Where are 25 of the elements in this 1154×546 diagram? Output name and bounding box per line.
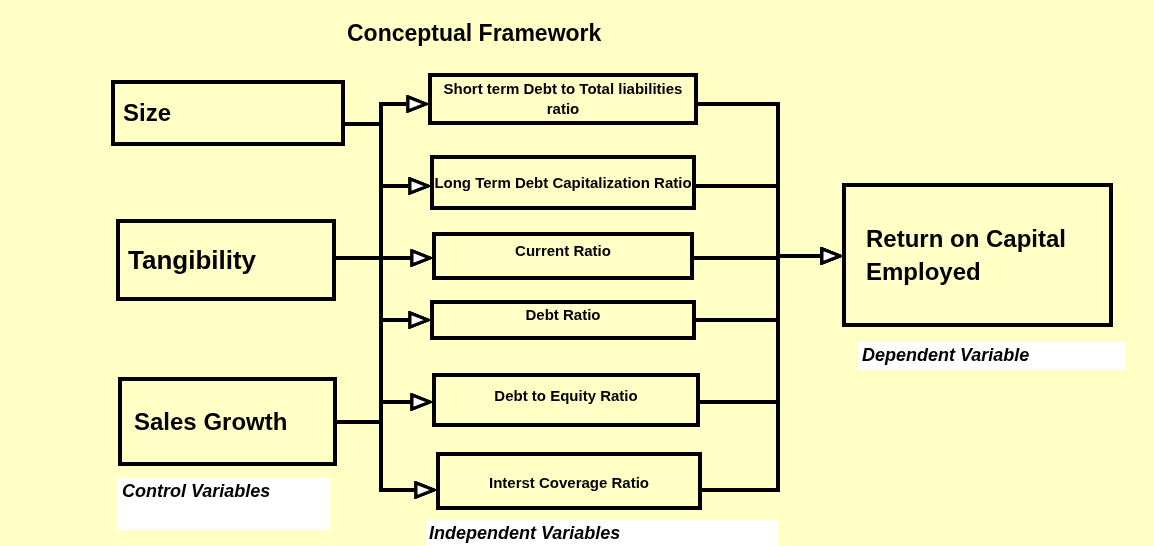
box-label: Long Term Debt Capitalization Ratio (434, 172, 692, 193)
box-label: Current Ratio (515, 241, 611, 261)
variable-box (430, 155, 696, 210)
variable-box (436, 452, 702, 510)
variable-box (432, 373, 700, 427)
group-label: Dependent Variable (858, 342, 1125, 370)
box-label: Debt to Equity Ratio (494, 386, 638, 406)
variable-box (428, 73, 698, 125)
diagram-title: Conceptual Framework (347, 19, 602, 48)
variable-box (111, 80, 345, 146)
group-label: Control Variables (118, 478, 330, 530)
group-label: Independent Variables (425, 520, 778, 546)
box-label: Sales Growth (134, 406, 288, 437)
box-label: Tangibility (128, 243, 257, 277)
box-label: Debt Ratio (525, 305, 601, 325)
variable-box (432, 232, 694, 280)
arrow (702, 247, 842, 492)
variable-box (116, 219, 336, 301)
box-label: Short term Debt to Total liabilities ratio (442, 79, 684, 119)
variable-box (430, 300, 696, 340)
box-label: Return on Capital Employed (866, 224, 1067, 287)
variable-box (842, 183, 1113, 327)
variable-box (118, 377, 337, 466)
box-label: Size (123, 98, 172, 128)
box-label: Interst Coverage Ratio (488, 473, 649, 493)
